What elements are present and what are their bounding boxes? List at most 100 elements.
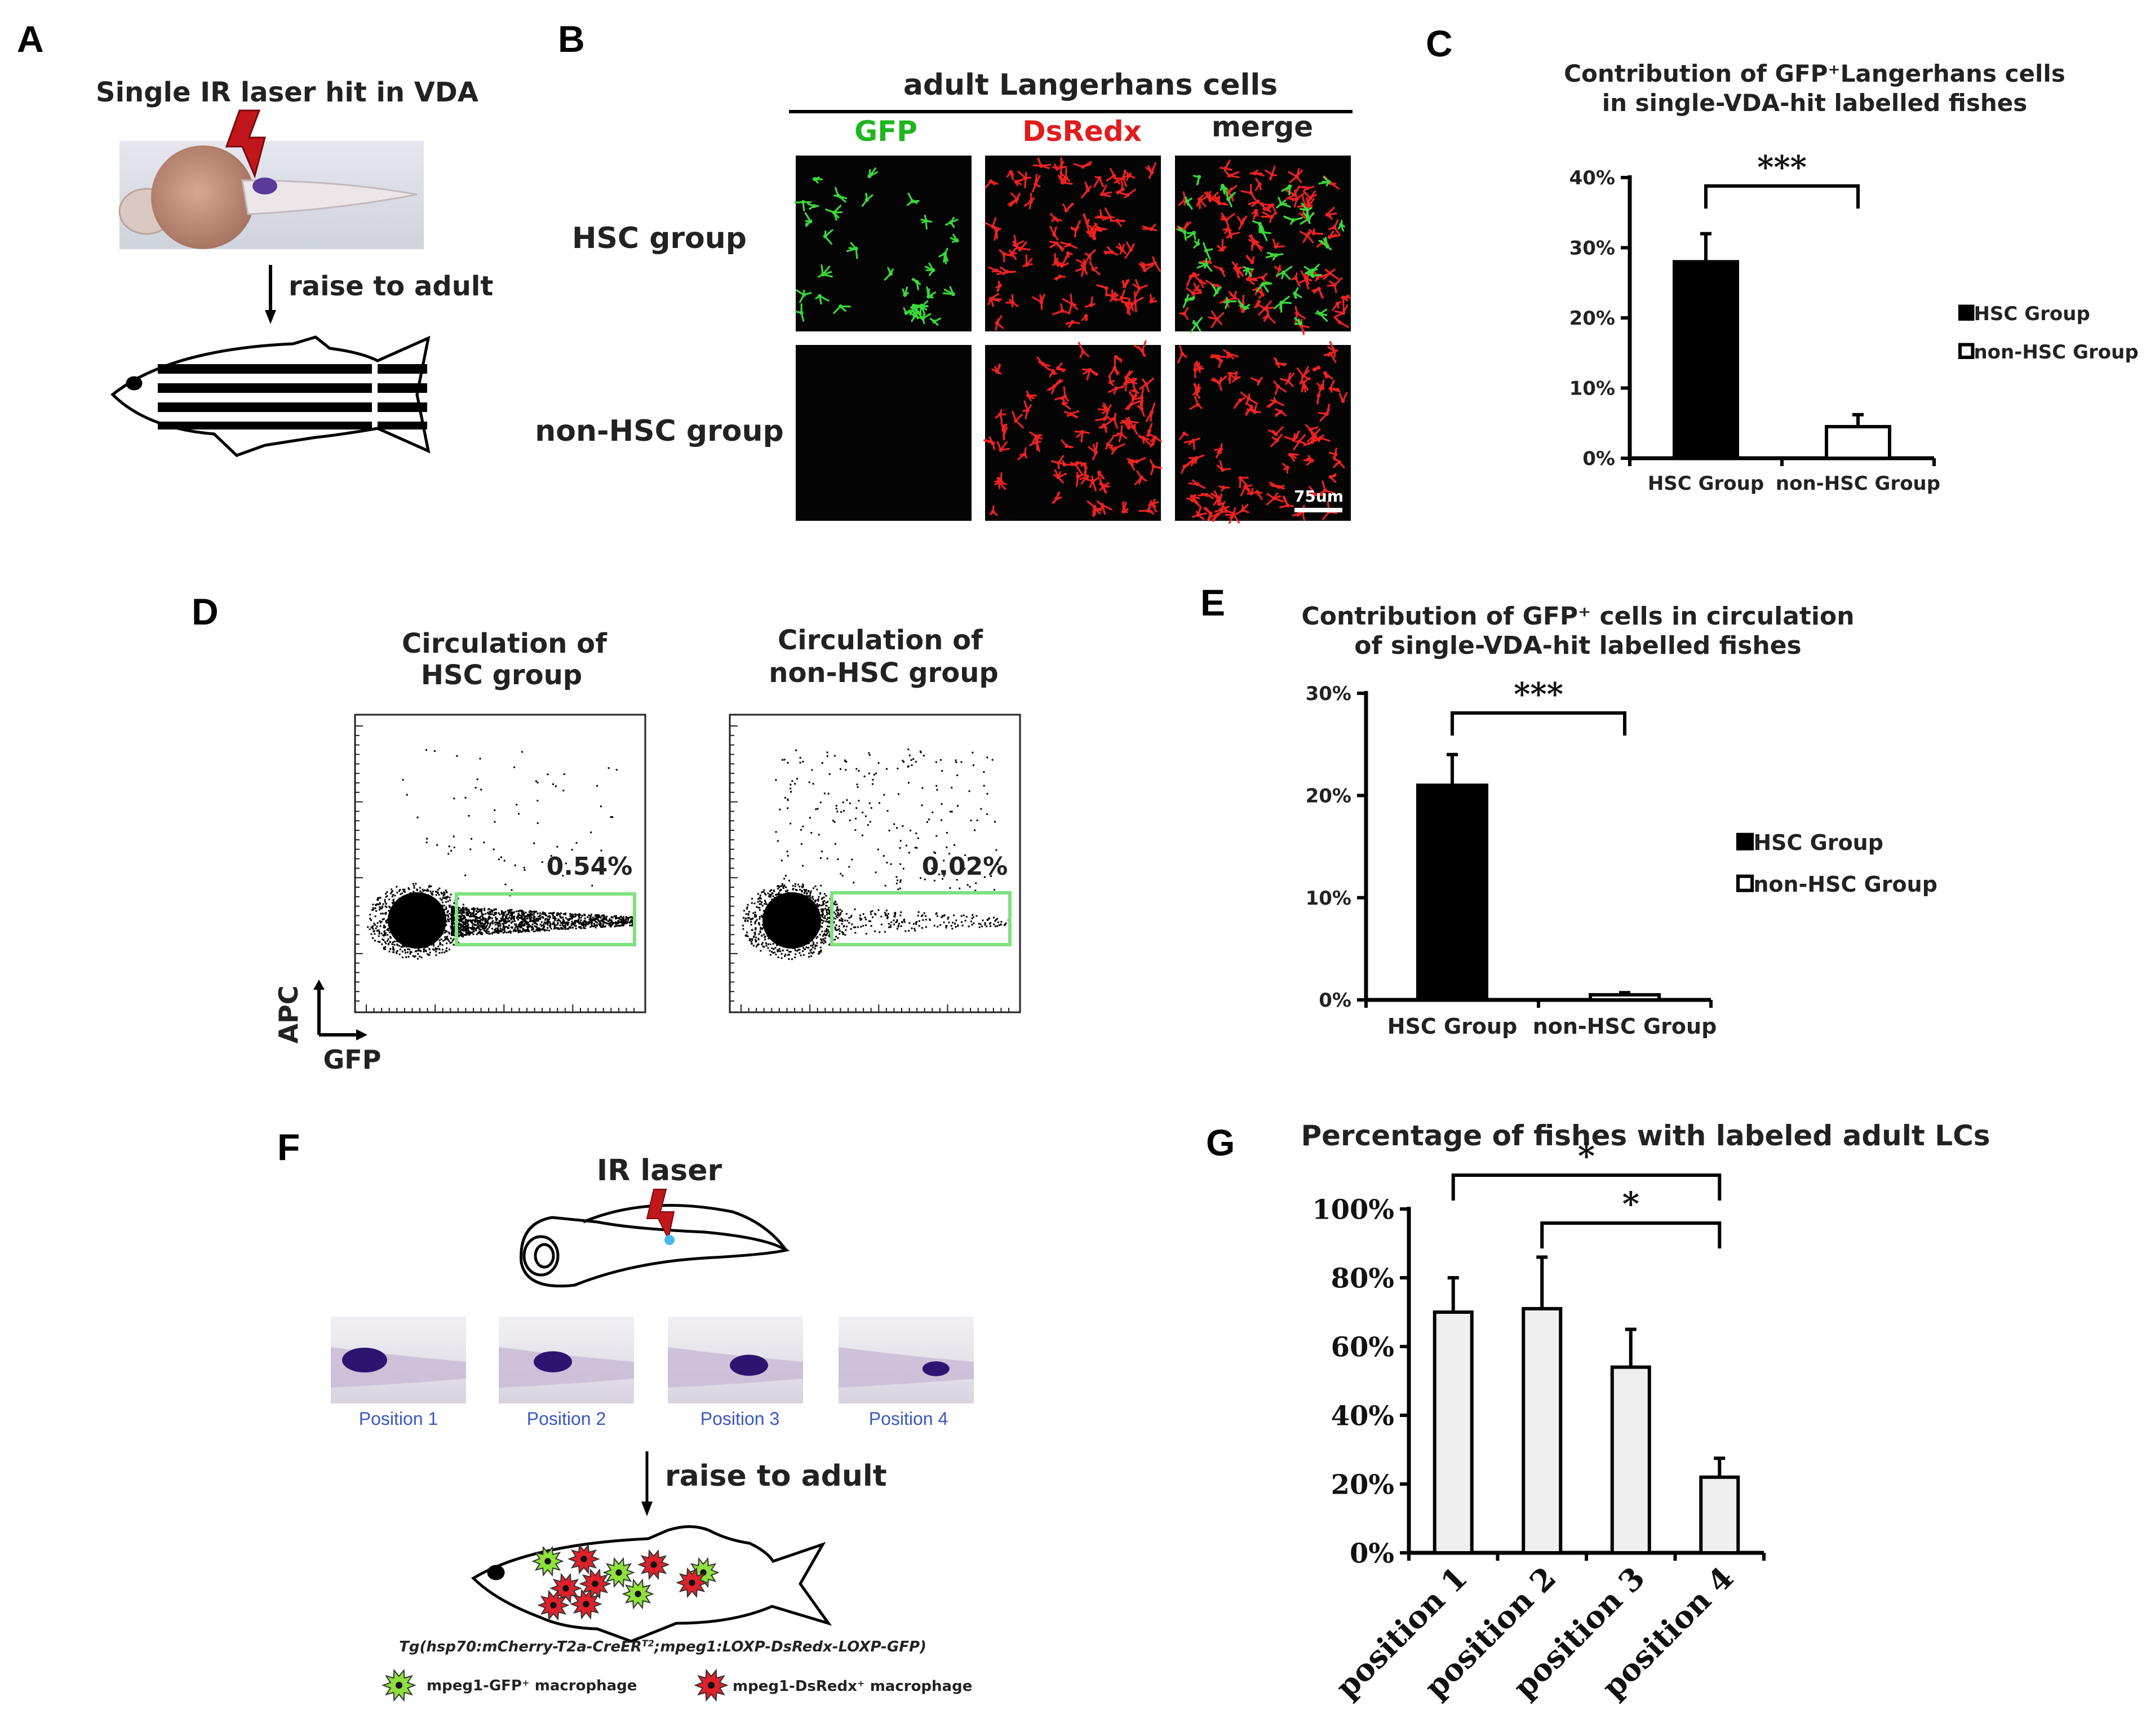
event-dot — [447, 853, 450, 855]
event-dot — [420, 944, 423, 946]
event-dot — [549, 916, 552, 919]
event-dot — [923, 755, 925, 757]
event-dot — [839, 909, 841, 911]
event-dot — [784, 921, 787, 923]
event-dot — [965, 915, 968, 918]
event-dot — [400, 928, 402, 931]
event-dot — [780, 893, 782, 896]
event-dot — [796, 778, 798, 780]
event-dot — [422, 919, 424, 922]
event-dot — [986, 813, 988, 816]
event-dot — [426, 910, 428, 912]
event-dot — [798, 932, 800, 935]
event-dot — [781, 860, 783, 862]
event-dot — [411, 905, 414, 907]
event-dot — [488, 926, 490, 928]
x-tick-label-hsc-group: HSC Group — [1648, 472, 1764, 495]
event-dot — [903, 921, 906, 923]
event-dot — [414, 901, 416, 903]
event-dot — [782, 925, 784, 928]
event-dot — [393, 933, 395, 935]
event-dot — [814, 944, 817, 946]
event-dot — [799, 936, 801, 938]
event-dot — [790, 822, 792, 825]
event-dot — [939, 759, 942, 761]
event-dot — [405, 945, 407, 947]
event-dot — [593, 918, 595, 920]
event-dot — [462, 915, 464, 917]
event-dot — [527, 928, 529, 930]
event-dot — [464, 929, 467, 932]
event-dot — [918, 925, 920, 927]
event-dot — [484, 919, 486, 922]
event-dot — [462, 921, 464, 923]
event-dot — [484, 918, 486, 920]
event-dot — [819, 933, 821, 936]
event-dot — [427, 939, 429, 941]
event-dot — [787, 799, 789, 801]
event-dot — [984, 924, 986, 926]
event-dot — [505, 916, 507, 918]
event-dot — [403, 918, 405, 920]
event-dot — [917, 915, 919, 917]
event-dot — [491, 913, 493, 915]
event-dot — [806, 932, 809, 935]
event-dot — [472, 919, 474, 922]
event-dot — [784, 875, 787, 877]
event-dot — [754, 922, 756, 924]
event-dot — [447, 900, 449, 902]
event-dot — [504, 921, 506, 923]
event-dot — [769, 902, 771, 904]
event-dot — [780, 937, 782, 939]
event-dot — [515, 910, 517, 913]
event-dot — [587, 916, 589, 918]
event-dot — [878, 802, 880, 804]
y-tick-label-30: 30% — [1306, 683, 1351, 705]
y-tick-label-20: 20% — [1331, 1469, 1394, 1500]
event-dot — [781, 953, 783, 955]
significance-bracket-1 — [1451, 1173, 1722, 1201]
event-dot — [941, 870, 943, 872]
event-dot — [816, 905, 818, 907]
event-dot — [459, 920, 461, 923]
event-dot — [792, 897, 794, 899]
event-dot — [983, 785, 985, 787]
event-dot — [411, 921, 414, 923]
event-dot — [632, 923, 634, 925]
event-dot — [493, 929, 495, 931]
event-dot — [428, 907, 430, 909]
event-dot — [828, 913, 831, 915]
event-dot — [960, 921, 963, 923]
event-dot — [392, 941, 394, 944]
event-dot — [498, 922, 500, 924]
event-dot — [540, 921, 543, 923]
event-dot — [405, 951, 407, 954]
event-dot — [590, 831, 592, 834]
event-dot — [903, 919, 905, 922]
event-dot — [777, 840, 779, 842]
event-dot — [594, 915, 596, 917]
event-dot — [508, 920, 510, 923]
event-dot — [605, 918, 608, 920]
event-dot — [820, 925, 822, 928]
event-dot — [588, 914, 590, 916]
event-dot — [445, 906, 447, 909]
event-dot — [808, 942, 810, 945]
event-dot — [823, 893, 826, 895]
labeled-cell-spot — [342, 1348, 387, 1372]
event-dot — [804, 920, 806, 923]
event-dot — [844, 759, 846, 761]
event-dot — [391, 931, 393, 933]
event-dot — [508, 912, 510, 914]
event-dot — [541, 924, 543, 927]
event-dot — [794, 885, 796, 887]
event-dot — [482, 916, 484, 919]
event-dot — [400, 893, 402, 895]
event-dot — [845, 760, 848, 763]
event-dot — [868, 920, 870, 922]
y-tick-label-60: 60% — [1331, 1331, 1394, 1363]
event-dot — [947, 918, 949, 920]
event-dot — [816, 942, 818, 944]
event-dot — [874, 930, 876, 932]
event-dot — [452, 920, 454, 923]
